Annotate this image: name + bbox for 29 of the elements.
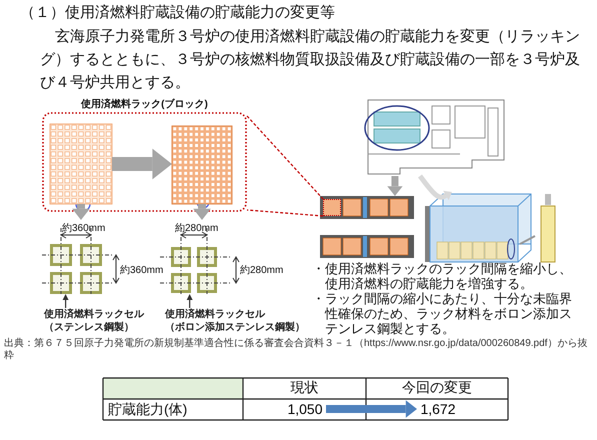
block-arrow [193,204,211,220]
dimension-label: 約280mm [175,222,218,235]
part-caption: 使用済燃料ラックセル（ステンレス鋼製） [44,308,152,334]
callout-guide-line [246,115,324,217]
block-arrow [418,174,452,200]
bullet-text: ・ラック間隔の縮小にあたり、十分な未臨界性確保のため、ラック材料をボロン添加ステンレス鋼製とする。 [312,291,573,336]
dimension-label: 約280mm [240,264,284,277]
column-header: 現状 [290,379,320,397]
arrow [186,294,193,308]
section-heading: （１）使用済燃料貯蔵設備の貯蔵能力の変更等 [20,3,335,22]
body-paragraph: 玄海原子力発電所３号炉の使用済燃料貯蔵設備の貯蔵能力を変更（リラッキング）するとともに、３号炉の核燃料物質取扱設備及び貯蔵設備の一部を３号炉及び４号炉共用とする。 [40,27,581,93]
bullet-text: ・使用済燃料ラックのラック間隔を縮小し、使用済燃料の貯蔵能力を増強する。 [312,261,573,291]
block-arrow [326,400,417,418]
arrow [62,294,69,308]
rack-block [323,199,341,216]
fuel-rack-drawing [172,126,232,204]
fuel-rack-drawing [50,124,112,204]
dimension-label: 約360mm [62,222,106,235]
block-arrow [72,204,90,220]
row-header: 貯蔵能力(体) [108,401,188,419]
panel-heading: 使用済燃料ラック(ブロック) [80,97,209,111]
block-arrow [387,176,403,196]
value-text: 1,672 [417,400,459,418]
column-header: 今回の変更 [401,379,473,397]
source-note: 出典：第６７５回原子力発電所の新規制基準適合性に係る審査会合資料３－１（https://www.nsr.go.jp/data/000260849.pdf）から抜粋 [4,338,588,362]
dimension-label: 約360mm [120,264,164,277]
part-caption: 使用済燃料ラックセル（ボロン添加ステンレス鋼製） [165,308,310,334]
value-text: 1,050 [284,400,326,418]
block-arrow [112,148,172,180]
